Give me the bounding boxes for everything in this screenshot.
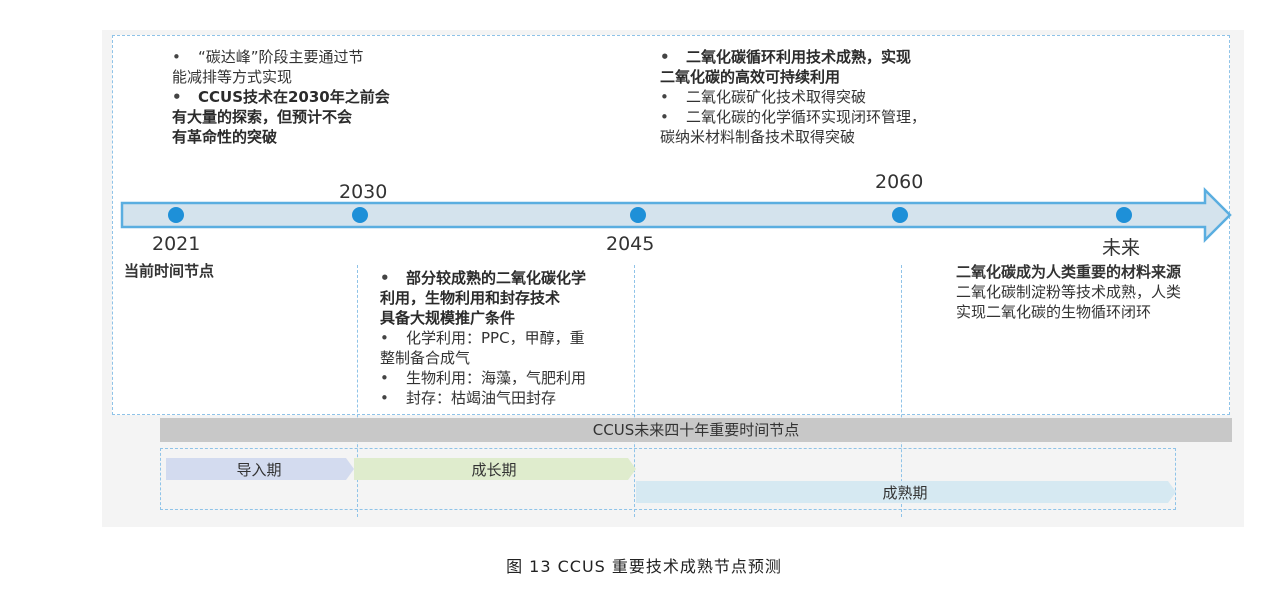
bottom-mid-line: 利用，生物利用和封存技术	[380, 289, 561, 307]
timeline-dot-2	[352, 207, 368, 223]
node-sub-2021: 当前时间节点	[124, 262, 215, 280]
phase-label-growth: 成长期	[471, 461, 517, 479]
year-label-2045: 2045	[606, 233, 655, 255]
figure-caption: 图 13 CCUS 重要技术成熟节点预测	[506, 557, 782, 576]
phase-label-intro: 导入期	[236, 461, 282, 479]
future-line-1: 二氧化碳制淀粉等技术成熟，人类	[956, 283, 1182, 301]
top-left-line: 有革命性的突破	[172, 128, 278, 146]
guide-line-2030	[357, 265, 358, 517]
top-left-line: “碳达峰”阶段主要通过节	[172, 47, 422, 67]
bottom-mid-line: 整制备合成气	[380, 349, 471, 367]
phase-arrow-intro	[166, 458, 354, 480]
year-label-future: 未来	[1102, 237, 1141, 259]
year-label-2060: 2060	[875, 171, 924, 193]
top-right-line: 二氧化碳矿化技术取得突破	[660, 87, 980, 107]
timeline-dot-1	[168, 207, 184, 223]
summary-bar: CCUS未来四十年重要时间节点	[160, 418, 1232, 442]
guide-line-2045	[634, 265, 635, 517]
phase-arrow-growth	[354, 458, 636, 480]
bottom-mid-line: 部分较成熟的二氧化碳化学	[380, 268, 630, 288]
year-label-2021: 2021	[152, 233, 201, 255]
top-right-line: 二氧化碳循环利用技术成熟，实现	[660, 47, 980, 67]
bottom-mid-line: 封存：枯竭油气田封存	[380, 388, 630, 408]
block-future: 二氧化碳成为人类重要的材料来源 二氧化碳制淀粉等技术成熟，人类 实现二氧化碳的生…	[956, 262, 1226, 322]
top-left-line: 有大量的探索，但预计不会	[172, 108, 353, 126]
top-right-line: 二氧化碳的高效可持续利用	[660, 68, 841, 86]
phase-arrow-mature	[636, 481, 1176, 503]
top-left-line: 能减排等方式实现	[172, 68, 293, 86]
timeline-dot-5	[1116, 207, 1132, 223]
bottom-mid-line: 生物利用：海藻，气肥利用	[380, 368, 630, 388]
future-title: 二氧化碳成为人类重要的材料来源	[956, 263, 1182, 281]
phase-box	[160, 448, 1176, 510]
timeline-arrow	[120, 186, 1232, 244]
bottom-mid-line: 化学利用：PPC，甲醇，重	[380, 328, 630, 348]
block-bottom-mid: 部分较成熟的二氧化碳化学利用，生物利用和封存技术具备大规模推广条件化学利用：PP…	[380, 268, 630, 408]
timeline-dot-3	[630, 207, 646, 223]
block-top-left: “碳达峰”阶段主要通过节能减排等方式实现CCUS技术在2030年之前会有大量的探…	[172, 47, 422, 147]
future-line-2: 实现二氧化碳的生物循环闭环	[956, 303, 1152, 321]
phase-label-mature: 成熟期	[882, 484, 928, 502]
year-label-2030: 2030	[339, 181, 388, 203]
timeline-dot-4	[892, 207, 908, 223]
bottom-mid-line: 具备大规模推广条件	[380, 309, 516, 327]
top-left-line: CCUS技术在2030年之前会	[172, 87, 422, 107]
top-right-line: 碳纳米材料制备技术取得突破	[660, 128, 856, 146]
block-top-right: 二氧化碳循环利用技术成熟，实现二氧化碳的高效可持续利用二氧化碳矿化技术取得突破二…	[660, 47, 980, 147]
top-right-line: 二氧化碳的化学循环实现闭环管理，	[660, 107, 980, 127]
guide-line-2060	[901, 265, 902, 517]
